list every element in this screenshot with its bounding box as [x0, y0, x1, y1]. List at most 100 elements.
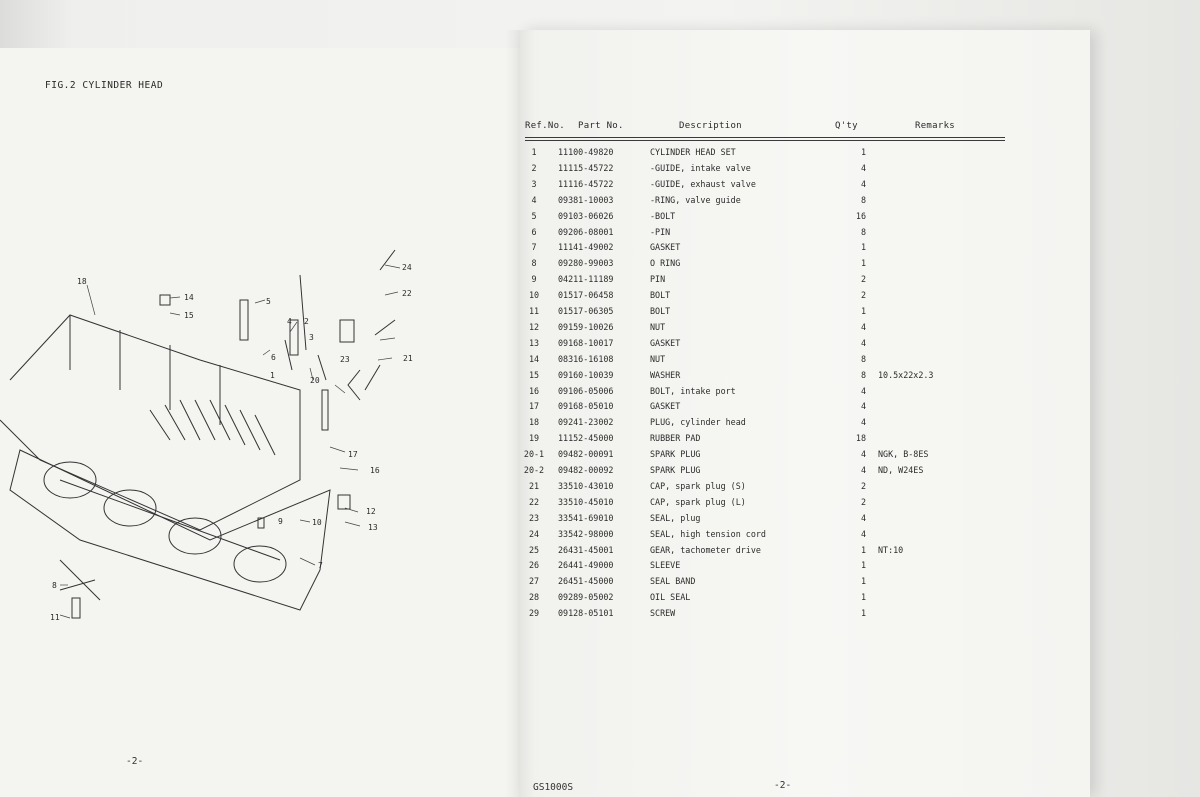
part-no-cell: 11141-49002: [558, 242, 614, 253]
quantity-cell: 4: [860, 401, 866, 412]
description-cell: -PIN: [650, 226, 671, 237]
callout-label: 13: [368, 523, 378, 532]
part-no-cell: 01517-06305: [558, 306, 614, 316]
description-cell: O RING: [650, 258, 681, 269]
ref-no-cell: 7: [531, 242, 537, 253]
callout-label: 18: [77, 277, 87, 286]
description-cell: BOLT: [650, 306, 671, 316]
description-cell: -GUIDE, intake valve: [650, 162, 751, 173]
part-no-cell: 33510-45010: [558, 496, 614, 507]
ref-no-cell: 17: [528, 401, 540, 412]
description-cell: GASKET: [650, 401, 681, 412]
part-no-cell: 09106-05006: [558, 385, 614, 396]
callout-label: 8: [52, 581, 57, 590]
ref-no-cell: 12: [528, 321, 540, 332]
part-no-cell: 09381-10003: [558, 194, 614, 205]
quantity-cell: 8: [860, 226, 866, 237]
part-no-cell: 09280-99003: [558, 258, 614, 269]
part-no-cell: 09160-10039: [558, 369, 614, 380]
part-no-cell: 11115-45722: [558, 162, 614, 173]
quantity-cell: 4: [860, 512, 866, 523]
quantity-cell: 2: [860, 496, 866, 507]
ref-no-cell: 19: [528, 433, 540, 444]
quantity-cell: 4: [860, 178, 866, 189]
part-no-cell: 09241-23002: [558, 417, 614, 428]
callout-label: 14: [184, 293, 194, 302]
description-cell: -BOLT: [650, 210, 676, 221]
ref-no-cell: 18: [528, 417, 540, 428]
quantity-cell: 1: [860, 560, 866, 571]
quantity-cell: 1: [860, 242, 866, 253]
header-rule: [525, 140, 1005, 141]
ref-no-cell: 22: [528, 496, 540, 507]
ref-no-cell: 20-2: [523, 465, 545, 475]
quantity-cell: 2: [860, 274, 866, 285]
quantity-cell: 1: [860, 576, 866, 587]
description-cell: -RING, valve guide: [650, 194, 741, 205]
callout-label: 1: [270, 371, 275, 380]
quantity-cell: 1: [860, 306, 866, 316]
table-row: 22 33510-45010 CAP, spark plug (L) 2: [520, 497, 1020, 513]
description-cell: SEAL BAND: [650, 576, 696, 587]
callout-label: 21: [403, 354, 413, 363]
part-no-cell: 26451-45000: [558, 576, 614, 587]
description-cell: SPARK PLUG: [650, 449, 701, 460]
description-cell: PLUG, cylinder head: [650, 417, 746, 428]
quantity-cell: 8: [860, 194, 866, 205]
description-cell: GASKET: [650, 242, 681, 253]
callout-label: 6: [271, 353, 276, 362]
ref-no-cell: 1: [531, 147, 537, 157]
part-no-cell: 33541-69010: [558, 512, 614, 523]
remarks-cell: NGK, B-8ES: [878, 449, 929, 460]
quantity-cell: 8: [860, 369, 866, 380]
quantity-cell: 4: [860, 162, 866, 173]
quantity-cell: 4: [860, 449, 866, 460]
quantity-cell: 1: [860, 147, 866, 157]
part-no-cell: 09128-05101: [558, 608, 614, 619]
part-no-cell: 09206-08001: [558, 226, 614, 237]
part-no-cell: 33510-43010: [558, 480, 614, 491]
description-cell: RUBBER PAD: [650, 433, 701, 444]
description-cell: CAP, spark plug (L): [650, 496, 746, 507]
callout-label: 11: [50, 613, 60, 622]
figure-title: FIG.2 CYLINDER HEAD: [45, 80, 164, 91]
part-no-cell: 09482-00091: [558, 449, 614, 460]
ref-no-cell: 10: [528, 290, 540, 301]
ref-no-cell: 21: [528, 480, 540, 491]
ref-no-cell: 16: [528, 385, 540, 396]
description-cell: BOLT: [650, 290, 671, 301]
part-no-cell: 09482-00092: [558, 465, 614, 475]
quantity-cell: 4: [860, 465, 866, 475]
ref-no-cell: 5: [531, 210, 537, 221]
model-code: GS1000S: [533, 782, 574, 793]
right-page: [520, 30, 1090, 797]
header-remarks: Remarks: [915, 121, 956, 131]
quantity-cell: 1: [860, 592, 866, 603]
ref-no-cell: 9: [531, 274, 537, 285]
description-cell: SEAL, high tension cord: [650, 528, 766, 539]
ref-no-cell: 14: [528, 353, 540, 364]
description-cell: OIL SEAL: [650, 592, 691, 603]
part-no-cell: 11100-49820: [558, 147, 614, 157]
part-no-cell: 01517-06458: [558, 290, 614, 301]
book-gutter: [505, 30, 535, 797]
part-no-cell: 11116-45722: [558, 178, 614, 189]
description-cell: SPARK PLUG: [650, 465, 701, 475]
ref-no-cell: 15: [528, 369, 540, 380]
